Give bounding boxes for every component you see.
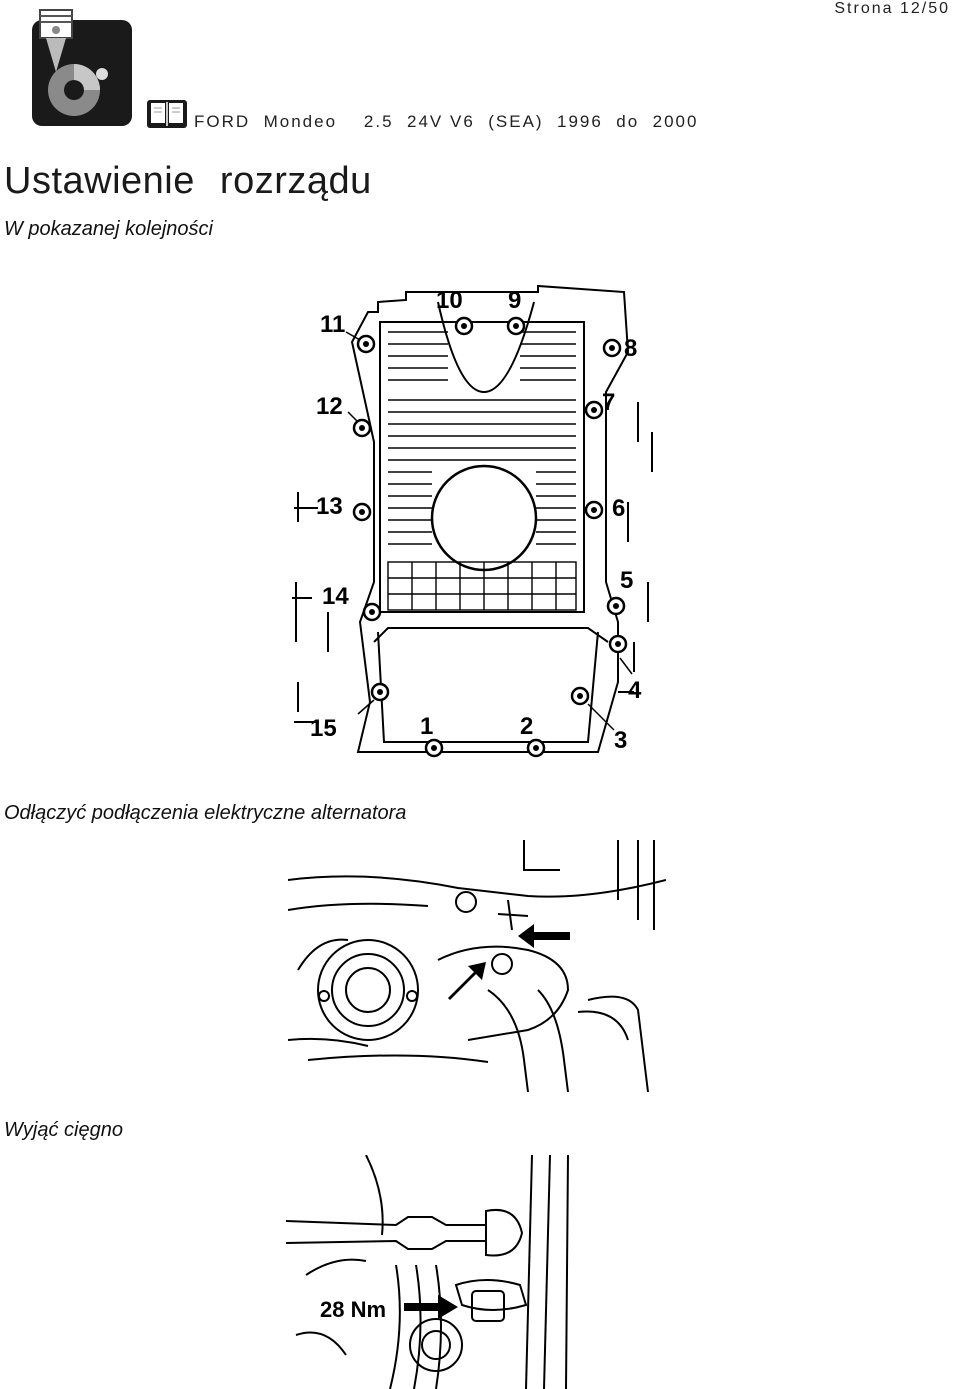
arrow-icon — [518, 924, 570, 948]
piston-gear-logo-icon — [32, 9, 132, 126]
step-2-caption: Odłączyć podłączenia elektryczne alterna… — [4, 802, 407, 824]
bolt-11-label: 11 — [320, 311, 345, 338]
bolt-4-label: 4 — [628, 677, 642, 704]
bolt-2-label: 2 — [520, 713, 533, 740]
step-3-caption: Wyjąć cięgno — [4, 1119, 123, 1141]
bolt-13-label: 13 — [316, 493, 343, 520]
step-1-caption: W pokazanej kolejności — [4, 218, 213, 240]
link-rod-illustration: 28 Nm — [286, 1155, 592, 1389]
arrow-icon — [404, 1295, 458, 1319]
bolt-14-label: 14 — [322, 583, 349, 610]
bolt-7-label: 7 — [602, 389, 615, 416]
arrow-icon — [448, 962, 486, 1000]
page-number: Strona 12/50 — [834, 0, 950, 17]
book-icon — [147, 100, 187, 128]
bolt-15-label: 15 — [310, 715, 337, 742]
torque-label: 28 Nm — [320, 1297, 386, 1322]
bolt-1-label: 1 — [420, 713, 433, 740]
bolt-6-label: 6 — [612, 495, 625, 522]
bolt-8-label: 8 — [624, 335, 637, 362]
bolt-9-label: 9 — [508, 287, 521, 314]
bolt-12-label: 12 — [316, 393, 343, 420]
alternator-connections-illustration — [288, 840, 666, 1092]
page-title: Ustawienie rozrządu — [4, 160, 372, 202]
vehicle-model: FORD Mondeo 2.5 24V V6 (SEA) 1996 do 200… — [194, 112, 699, 131]
bolt-5-label: 5 — [620, 567, 633, 594]
bolt-10-label: 10 — [436, 287, 463, 314]
oil-pan-bolt-sequence-diagram: 10 9 11 8 12 7 13 6 14 5 4 15 1 2 3 — [288, 282, 660, 768]
bolt-3-label: 3 — [614, 727, 627, 754]
